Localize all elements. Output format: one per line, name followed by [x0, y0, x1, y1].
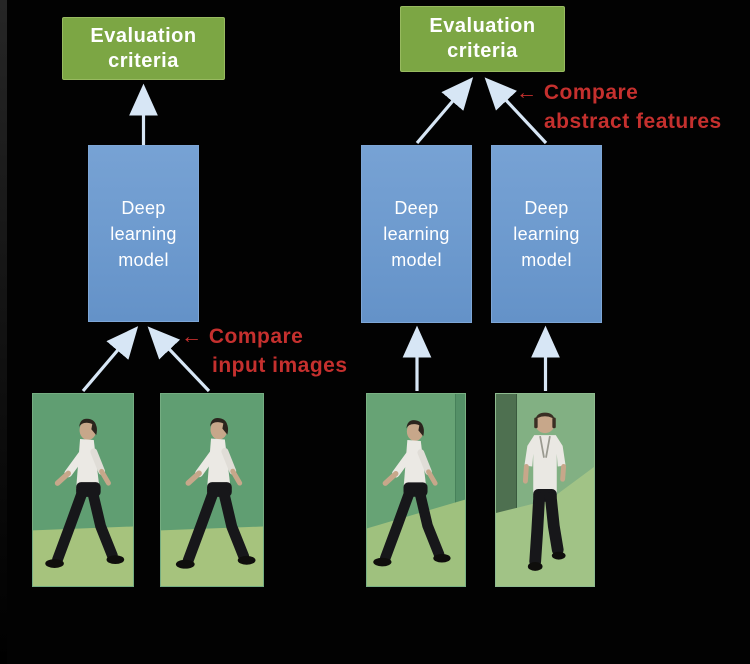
walking-person-side-icon [33, 394, 133, 586]
arrow-image2-to-model-icon [147, 326, 211, 393]
input-photo-4 [495, 393, 595, 587]
walking-person-side-icon [367, 394, 465, 586]
evaluation-criteria-box-left: Evaluation criteria [62, 17, 225, 80]
evaluation-criteria-box-right: Evaluation criteria [400, 6, 565, 72]
annotation-line-2: abstract features [544, 110, 722, 133]
arrow-model1-to-criteria-right-icon [415, 77, 474, 145]
deep-learning-model-box-right-2: Deep learning model [491, 145, 602, 323]
walking-person-front-icon [496, 394, 594, 586]
walking-person-side-icon [161, 394, 263, 586]
photo-door-edge [496, 394, 517, 521]
deep-learning-model-box-right-1: Deep learning model [361, 145, 472, 323]
annotation-line-2: input images [212, 354, 348, 377]
photo-wall-corner [455, 394, 465, 506]
input-photo-3 [366, 393, 466, 587]
annotation-compare-input-images: ← Compare input images [181, 322, 348, 380]
arrow-model2-to-criteria-right-icon [484, 77, 548, 145]
screen-edge-vignette [0, 0, 7, 664]
annotation-compare-abstract-features: ← Compare abstract features [516, 78, 722, 136]
arrow-image1-to-model-icon [81, 326, 139, 393]
annotation-line-1: ← Compare [516, 81, 639, 104]
input-photo-2 [160, 393, 264, 587]
annotation-line-1: ← Compare [181, 325, 304, 348]
deep-learning-model-box-left: Deep learning model [88, 145, 199, 322]
input-photo-1 [32, 393, 134, 587]
